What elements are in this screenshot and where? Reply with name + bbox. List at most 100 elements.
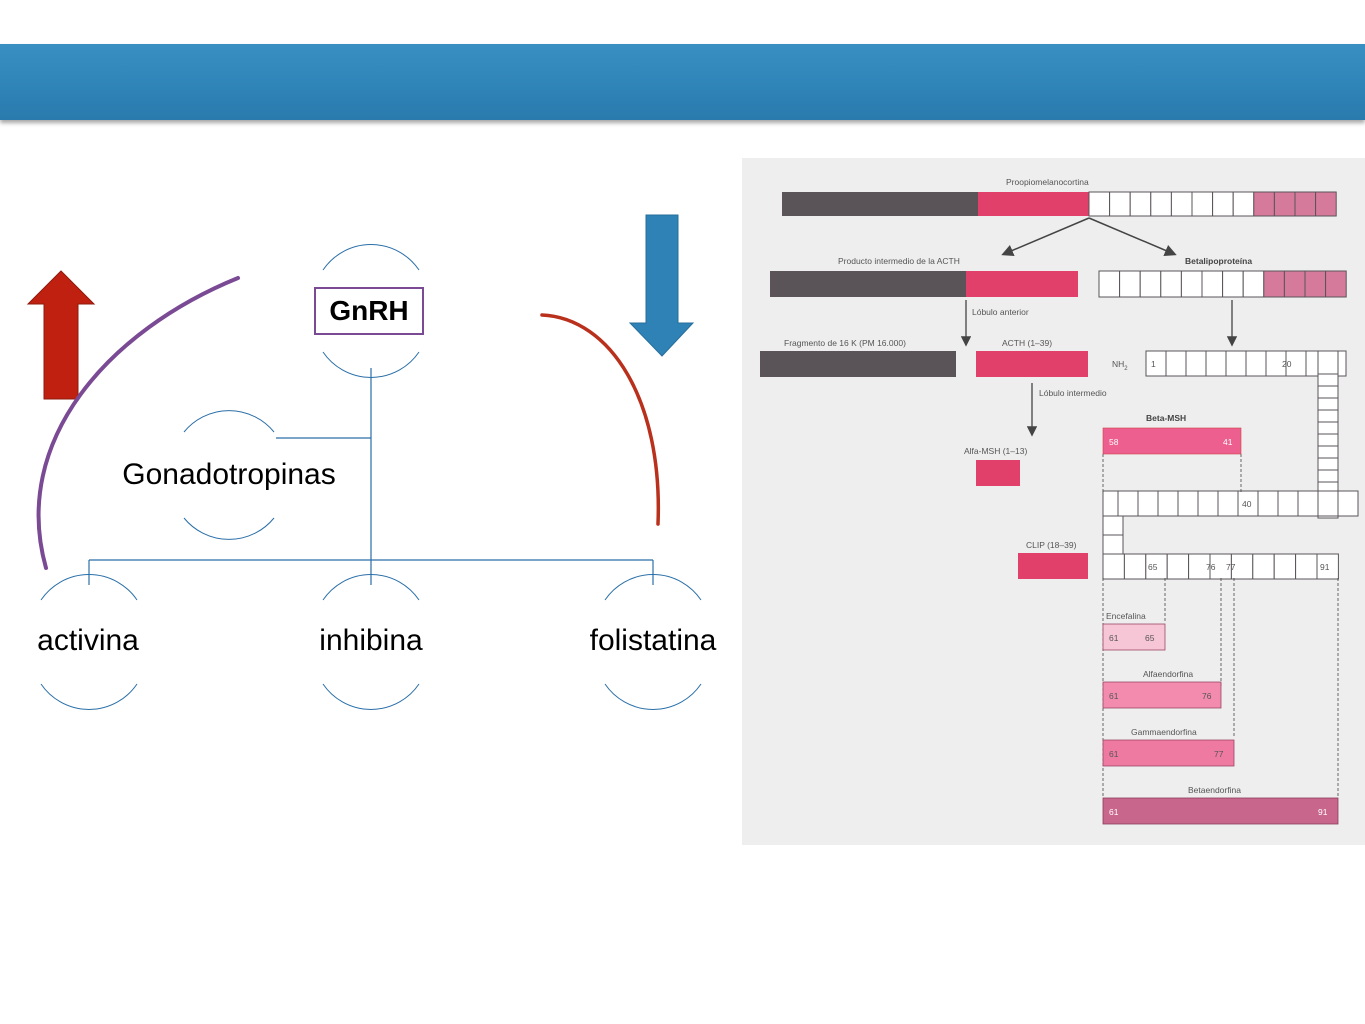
betalipo-cell	[1098, 270, 1121, 298]
betalipo-cell	[1263, 270, 1285, 298]
purple-arc	[36, 276, 240, 570]
chain-cell	[1317, 421, 1339, 435]
pomc-cell	[1253, 191, 1275, 217]
chain-cell	[1257, 490, 1279, 517]
chain-cell	[1102, 515, 1124, 536]
chain-cell	[1317, 385, 1339, 399]
chain-cell	[1197, 490, 1219, 517]
beta-msh-label: Beta-MSH	[1146, 413, 1186, 423]
folistatina-node: folistatina	[589, 624, 717, 657]
activina-node: activina	[37, 624, 139, 657]
chain-cell	[1317, 490, 1339, 517]
alfa-msh-bar	[976, 460, 1020, 486]
alfa-msh-label: Alfa-MSH (1–13)	[964, 446, 1027, 456]
chain-cell	[1317, 350, 1339, 377]
betalipo-cell	[1304, 270, 1327, 298]
beta-msh-end: 41	[1223, 437, 1233, 447]
acth-bar	[976, 351, 1088, 377]
chain-cell	[1145, 350, 1167, 377]
node-rings	[40, 244, 702, 710]
pomc-cell	[1212, 191, 1234, 217]
betaendorfina-bar	[1102, 797, 1339, 825]
chain-cell	[1102, 534, 1124, 555]
chain-cell	[1185, 350, 1207, 377]
betalipo-cell	[1325, 270, 1347, 298]
betalipo-cell	[1160, 270, 1182, 298]
chain-cell	[1317, 433, 1339, 447]
inhibina-node: inhibina	[319, 624, 423, 657]
chain-cell	[1102, 553, 1125, 580]
chain-cell	[1225, 350, 1247, 377]
betalipo-cell	[1222, 270, 1244, 298]
chain-cell	[1295, 553, 1318, 580]
betaendorfina-start: 61	[1109, 807, 1119, 817]
betalipo-cell	[1283, 270, 1306, 298]
pomc-cell	[1109, 191, 1131, 217]
chain-label-76: 76	[1206, 562, 1216, 572]
pomc-cell	[1088, 191, 1111, 217]
betalipo-cell	[1139, 270, 1162, 298]
chain-cell	[1273, 553, 1297, 580]
beta-msh-bar	[1102, 427, 1242, 455]
chain-label-20: 20	[1282, 359, 1292, 369]
chain-cell	[1297, 490, 1319, 517]
chain-cell	[1317, 457, 1339, 471]
down-arrow-icon	[628, 214, 695, 357]
chain-cell	[1117, 490, 1139, 517]
betalipo-cell	[1180, 270, 1203, 298]
chain-cell	[1165, 350, 1187, 377]
betalipo-cell	[1201, 270, 1224, 298]
gammaendorfina-bar	[1102, 739, 1235, 767]
betalipo-cells	[1098, 270, 1347, 298]
pomc-title: Proopiomelanocortina	[1006, 177, 1089, 187]
pomc-cell	[1294, 191, 1317, 217]
pomc-cells	[1088, 191, 1337, 217]
chain-cell	[1102, 490, 1119, 517]
pomc-pink-segment	[978, 192, 1089, 216]
pomc-dark-segment	[782, 192, 978, 216]
pomc-cell	[1232, 191, 1255, 217]
alfaendorfina-label: Alfaendorfina	[1143, 669, 1193, 679]
chain-cell	[1245, 350, 1267, 377]
chain-cell	[1317, 373, 1339, 387]
lobulo-anterior-label: Lóbulo anterior	[972, 307, 1029, 317]
pomc-cell	[1150, 191, 1172, 217]
betalipo-label: Betalipoproteína	[1185, 256, 1252, 266]
pomc-cell	[1315, 191, 1337, 217]
gonadotropinas-node: Gonadotropinas	[122, 458, 336, 491]
lobulo-intermedio-label: Lóbulo intermedio	[1039, 388, 1107, 398]
pomc-cell	[1170, 191, 1193, 217]
tree-connectors	[88, 368, 654, 585]
acth-intermediate-pink	[966, 271, 1078, 297]
alfaendorfina-start: 61	[1109, 691, 1119, 701]
gnrh-label: GnRH	[329, 295, 409, 326]
gnrh-node: GnRH	[314, 287, 424, 335]
up-arrow-icon	[26, 270, 96, 400]
chain-cell	[1157, 490, 1179, 517]
chain-cell	[1137, 490, 1159, 517]
betaendorfina-end: 91	[1318, 807, 1328, 817]
encefalina-start: 61	[1109, 633, 1119, 643]
chain-cell	[1317, 445, 1339, 459]
betaendorfina-label: Betaendorfina	[1188, 785, 1241, 795]
chain-cell	[1317, 469, 1339, 483]
chain-cell	[1177, 490, 1199, 517]
pomc-diagram: Proopiomelanocortina Producto intermedio…	[760, 177, 1359, 825]
gammaendorfina-start: 61	[1109, 749, 1119, 759]
pomc-cell	[1273, 191, 1296, 217]
pomc-cell	[1129, 191, 1152, 217]
acth-label: ACTH (1–39)	[1002, 338, 1052, 348]
chain-label-1: 1	[1151, 359, 1156, 369]
chain-cell	[1337, 490, 1359, 517]
chain-cell	[1252, 553, 1275, 580]
betalipo-cell	[1242, 270, 1265, 298]
chain-cell	[1217, 490, 1239, 517]
gammaendorfina-label: Gammaendorfina	[1131, 727, 1197, 737]
pomc-cell	[1191, 191, 1214, 217]
nh2-label: NH2	[1112, 359, 1128, 372]
clip-bar	[1018, 553, 1088, 579]
chain-cell	[1205, 350, 1227, 377]
red-arc	[540, 313, 661, 526]
